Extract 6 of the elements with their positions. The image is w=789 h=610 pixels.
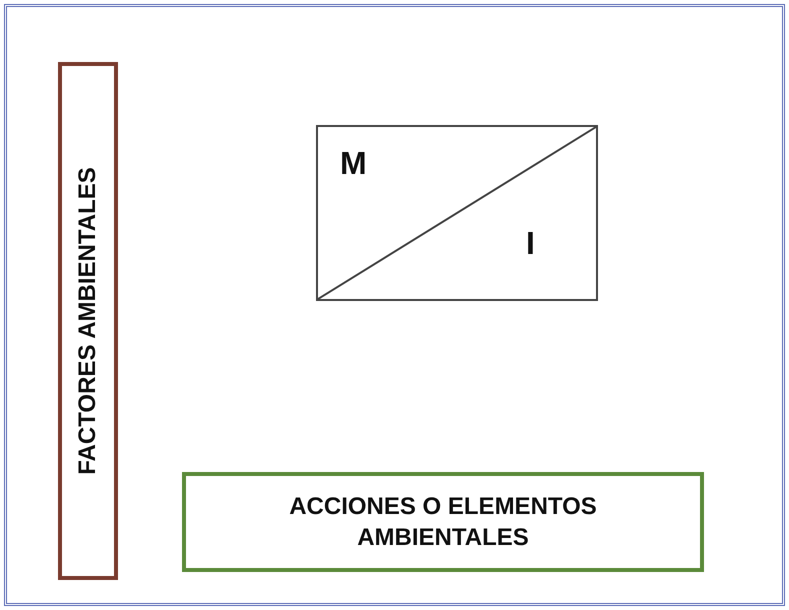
action-label: ACCIONES O ELEMENTOS AMBIENTALES	[288, 492, 598, 553]
magnitude-label: M	[340, 147, 367, 179]
action-box	[182, 472, 704, 572]
importance-label: I	[526, 227, 535, 259]
factor-label: FACTORES AMBIENTALES	[74, 167, 102, 475]
factor-box	[58, 62, 118, 580]
